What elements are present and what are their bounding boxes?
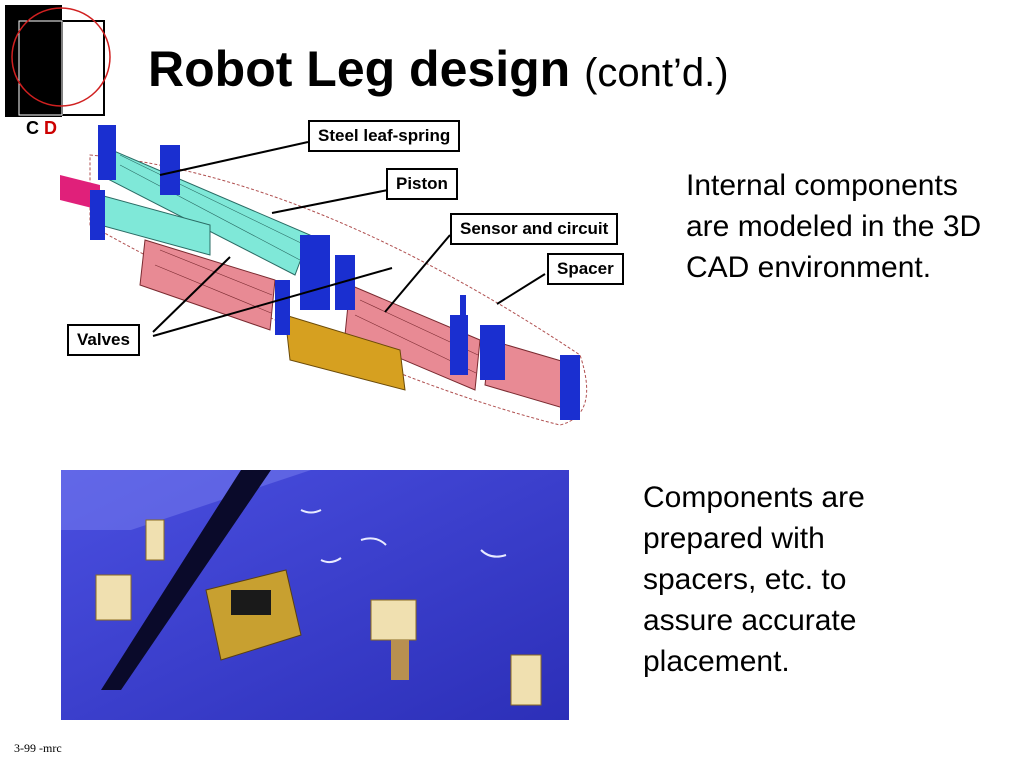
internal-components-text: Internal components are modeled in the 3…: [686, 169, 982, 284]
title-main: Robot Leg design: [148, 41, 571, 97]
components-photo: [61, 470, 569, 720]
slide-footer: 3-99 -mrc: [14, 741, 62, 755]
logo-letter-d: D: [44, 118, 58, 138]
callout-piston: Piston: [386, 168, 458, 200]
callout-steel-leaf-spring: Steel leaf-spring: [308, 120, 461, 152]
logo-letter-c: C: [26, 118, 39, 138]
title-sub: (cont’d.): [584, 51, 729, 95]
logo-letters: C D: [26, 118, 57, 139]
callout-sensor-and-circuit: Sensor and circuit: [450, 213, 619, 245]
components-prepared-text: Components are prepared with spacers, et…: [643, 481, 865, 678]
page-title: Robot Leg design (cont’d.): [148, 40, 729, 98]
callout-spacer: Spacer: [547, 253, 624, 285]
callout-valves: Valves: [67, 324, 140, 356]
logo-graphic: [5, 5, 111, 117]
